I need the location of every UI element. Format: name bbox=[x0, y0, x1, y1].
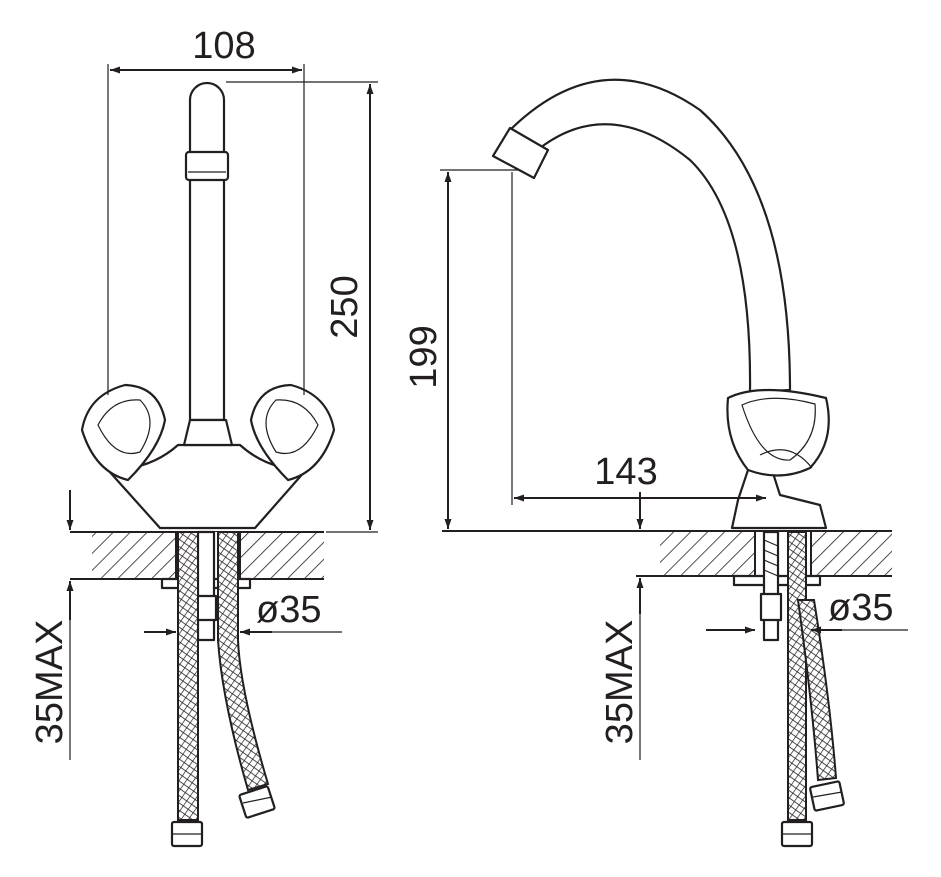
side-reach-dimension: 143 bbox=[511, 172, 766, 505]
side-view: 199 143 ø35 35MAX bbox=[403, 78, 908, 848]
side-spout bbox=[491, 78, 792, 394]
front-view: 108 250 ø35 35MAX bbox=[29, 25, 378, 848]
side-hoses bbox=[780, 531, 845, 848]
side-reach-label: 143 bbox=[594, 451, 657, 493]
front-spout bbox=[184, 81, 230, 422]
front-mounting bbox=[160, 530, 252, 642]
front-width-dimension: 108 bbox=[107, 25, 305, 395]
side-spout-height-dimension: 199 bbox=[403, 169, 520, 529]
front-height-dimension: 250 bbox=[226, 81, 378, 533]
side-counter-dimension: 35MAX bbox=[599, 492, 644, 760]
front-hole-dimension: ø35 bbox=[144, 589, 342, 636]
side-hole-label: ø35 bbox=[828, 587, 893, 629]
front-counter-label: 35MAX bbox=[29, 620, 71, 745]
front-width-label: 108 bbox=[192, 25, 255, 67]
side-mounting bbox=[732, 530, 822, 642]
side-hole-dimension: ø35 bbox=[706, 587, 908, 634]
front-faucet-body bbox=[80, 383, 336, 530]
front-height-label: 250 bbox=[324, 275, 366, 338]
side-counter-label: 35MAX bbox=[599, 620, 641, 745]
front-hoses bbox=[170, 531, 276, 848]
side-spout-height-label: 199 bbox=[403, 325, 445, 388]
side-faucet-body bbox=[726, 388, 830, 530]
side-countertop bbox=[442, 530, 892, 584]
front-hole-label: ø35 bbox=[256, 589, 321, 631]
front-counter-dimension: 35MAX bbox=[29, 490, 74, 760]
